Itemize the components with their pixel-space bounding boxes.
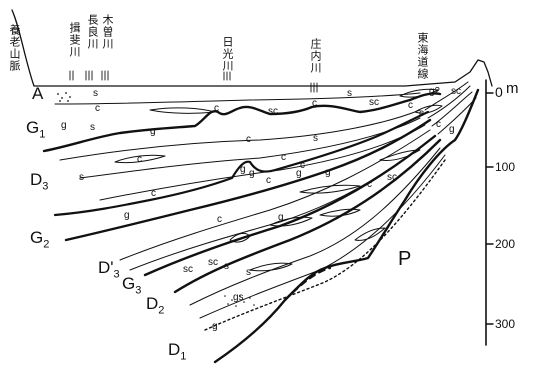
lith-mark: gs: [233, 292, 244, 303]
label-kiso-river: 木曽川: [101, 14, 114, 50]
lith-mark: c: [151, 188, 156, 199]
depth-label-100: 100: [495, 160, 516, 174]
label-tokaido-line: 東海道線: [416, 32, 429, 80]
formation-D2: D2: [146, 294, 165, 317]
convergence: [431, 91, 473, 127]
base-G3: [173, 138, 442, 294]
base-D3p: [143, 134, 437, 277]
convergence: [427, 85, 471, 119]
lith-mark: s: [90, 122, 95, 133]
lith-mark: c: [367, 179, 372, 190]
convergence: [424, 81, 469, 111]
lith-mark: c: [214, 103, 219, 114]
lith-mark: g: [325, 167, 331, 178]
base-D3: [53, 110, 430, 217]
lith-mark: g: [449, 124, 455, 135]
lith-mark: c: [137, 154, 142, 165]
lith-mark: c: [419, 108, 424, 119]
depth-label-200: 200: [495, 237, 516, 251]
lith-mark: sc: [183, 264, 193, 275]
formation-A: A: [32, 84, 44, 103]
convergence: [437, 97, 477, 135]
lith-mark: g: [249, 168, 255, 179]
pre-quaternary-boundary: [213, 88, 480, 364]
depth-label-300: 300: [495, 317, 516, 331]
base-G2: [64, 118, 432, 242]
lens: [269, 216, 313, 227]
lith-mark: c: [300, 160, 305, 171]
lith-mark: g: [296, 168, 302, 179]
lens: [319, 208, 361, 217]
lith-mark: c: [281, 152, 286, 163]
lith-mark: sc: [268, 106, 278, 117]
layer-line: [59, 109, 421, 161]
layer-line: [189, 147, 441, 306]
lens: [114, 154, 166, 164]
lith-mark: c: [246, 134, 251, 145]
lith-mark: c: [266, 175, 271, 186]
lith-mark: s: [224, 261, 229, 272]
lith-mark: g: [61, 120, 67, 131]
lens: [149, 107, 216, 114]
lith-mark: sc: [387, 172, 397, 183]
formation-D1: D1: [168, 340, 187, 363]
lith-mark: c: [436, 119, 441, 130]
lith-mark: g2: [429, 86, 441, 97]
layer-line: [79, 117, 421, 179]
label-nagara-river: 長良川: [86, 14, 99, 50]
label-shonai-river: 庄内川: [309, 38, 322, 74]
formation-G1: G1: [26, 118, 46, 141]
surface-marks: [69, 70, 318, 93]
lith-mark: c: [312, 98, 317, 109]
lens: [399, 88, 439, 98]
formation-D3: D3: [30, 170, 49, 193]
lith-mark: c: [95, 103, 100, 114]
lens: [249, 262, 293, 272]
formation-G3: G3: [122, 274, 142, 297]
lith-mark: s: [246, 267, 251, 278]
lith-mark: g: [240, 164, 246, 175]
base-A: [54, 92, 421, 105]
gravel-dots: [57, 92, 255, 307]
lith-mark: sc: [451, 86, 461, 97]
formation-P: P: [398, 248, 412, 270]
lens: [379, 149, 421, 161]
lith-mark: s: [347, 88, 352, 99]
formation-D3p: D'3: [98, 258, 120, 281]
lens: [229, 232, 251, 243]
depth-label-0: 0: [495, 84, 503, 100]
label-yoro-mountains: 養老山脈: [8, 24, 21, 72]
lith-mark: s: [313, 133, 318, 144]
label-nikko-river: 日光川: [221, 36, 234, 72]
lith-mark: g: [278, 212, 284, 223]
lith-mark: g: [124, 210, 130, 221]
boundary-dash: [283, 266, 332, 302]
lith-mark: s: [93, 88, 98, 99]
label-ibi-river: 揖斐川: [68, 22, 81, 58]
depth-unit: m: [506, 80, 519, 97]
layer-line: [119, 129, 431, 261]
formation-G2: G2: [30, 228, 50, 251]
lith-mark: c: [408, 100, 413, 111]
lith-mark: g: [150, 126, 156, 137]
ground-surface: [11, 9, 493, 87]
lens: [354, 227, 386, 241]
lens: [299, 184, 361, 194]
lith-mark: sc: [208, 257, 218, 268]
lith-mark: g: [212, 321, 218, 332]
base-G1: [42, 92, 442, 153]
base-D2: [204, 159, 446, 331]
lith-mark: sc: [369, 97, 379, 108]
layer-line: [99, 124, 426, 201]
lith-mark: s: [79, 172, 84, 183]
lens: [414, 104, 443, 114]
lith-mark: c: [217, 214, 222, 225]
